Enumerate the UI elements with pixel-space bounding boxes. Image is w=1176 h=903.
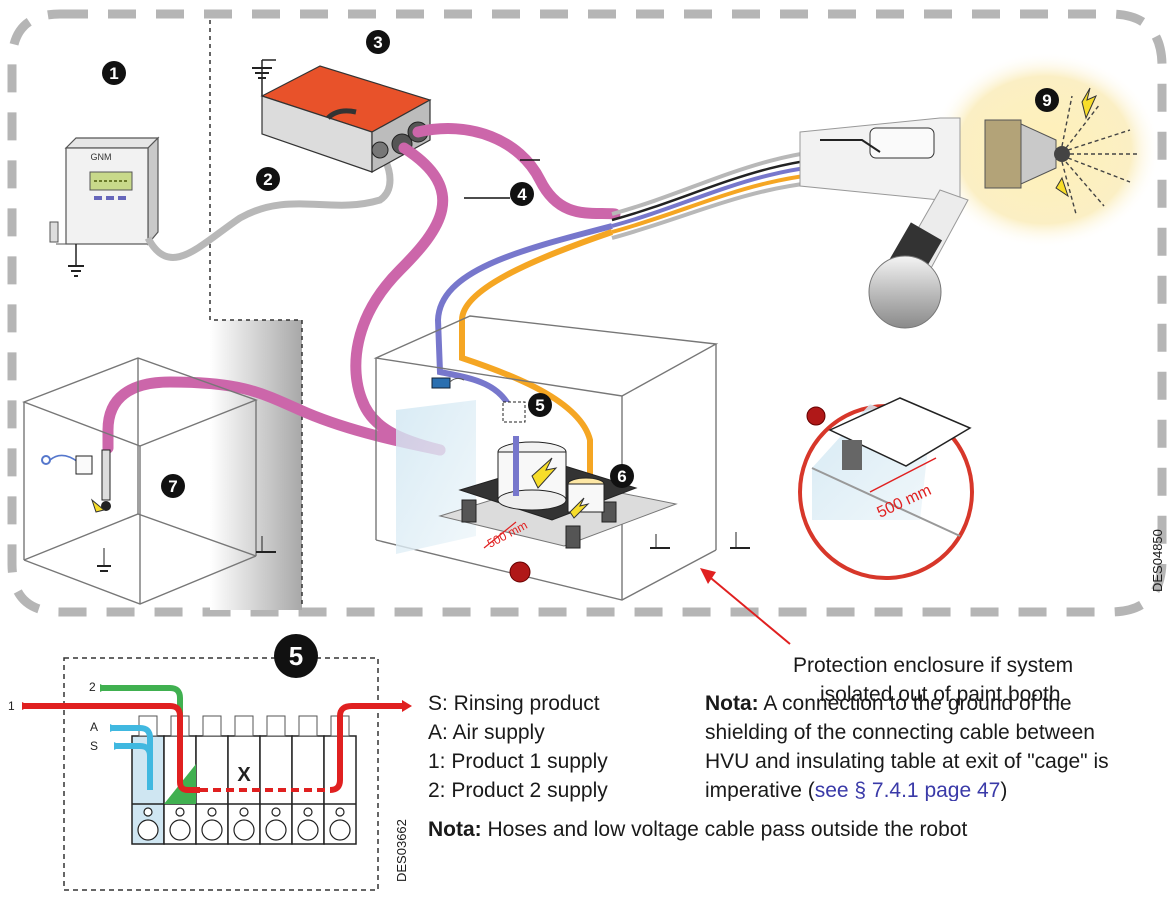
nota-ground-block: Nota: A connection to the ground of the … — [705, 689, 1176, 801]
callout-4: 4 — [510, 182, 534, 206]
glass-panel — [396, 400, 476, 554]
valve-block — [22, 684, 412, 845]
hv-cable-to-table — [350, 142, 449, 456]
callout-6-label: 6 — [617, 467, 626, 486]
drawing-code-main: DES04850 — [1150, 529, 1165, 592]
low-voltage-cable — [144, 158, 394, 261]
callout-1-label: 1 — [109, 64, 118, 83]
blue-hose — [434, 223, 613, 414]
inlet-a-label: A — [90, 720, 98, 734]
inset-5-frame — [63, 634, 379, 891]
cage-equipment — [41, 449, 276, 572]
inlet-2-label: 2 — [89, 680, 96, 694]
nota-ground-line2: shielding of the connecting cable betwee… — [705, 721, 1095, 744]
nota-ground-text1: A connection to the ground of the — [758, 692, 1072, 715]
nota-hoses-prefix: Nota: — [428, 818, 482, 841]
isolation-cage — [22, 357, 258, 605]
gnm-cabinet — [49, 136, 160, 277]
legend-item-product1: 1: Product 1 supply — [428, 750, 608, 773]
inlet-1-label: 1 — [8, 699, 15, 713]
nota-ground-line1: Nota: A connection to the ground of the — [705, 689, 1072, 718]
rotary-sprayer — [799, 87, 1138, 329]
section-reference-link[interactable]: see § 7.4.1 page 47 — [814, 779, 1001, 801]
nota-ground-prefix: Nota: — [705, 692, 759, 715]
enclosure-note-line1: Protection enclosure if system — [793, 654, 1074, 677]
callout-4-label: 4 — [517, 185, 527, 204]
callout-3-label: 3 — [373, 33, 382, 52]
nota-hoses: Nota: Hoses and low voltage cable pass o… — [428, 815, 967, 844]
nota-ground-line4: imperative (see § 7.4.1 page 47) — [705, 776, 1007, 801]
legend-item-rinsing: S: Rinsing product — [428, 692, 600, 715]
enclosure-pointer-line — [705, 573, 791, 645]
callout-5: 5 — [528, 393, 552, 417]
hvu-unit — [252, 59, 432, 174]
nota-hoses-text: Hoses and low voltage cable pass outside… — [481, 818, 968, 841]
inlet-s-label: S — [90, 739, 98, 753]
callout-5-label: 5 — [535, 396, 544, 415]
callout-2: 2 — [256, 167, 280, 191]
enclosure-note-line2: isolated out of paint booth — [820, 683, 1061, 706]
closed-valve-mark: X — [237, 764, 251, 786]
insulating-table — [431, 377, 750, 583]
enclosure-pointer-arrowhead — [700, 568, 716, 584]
callout-2-label: 2 — [263, 170, 272, 189]
nota-ground-text4-end: ) — [1000, 779, 1008, 801]
nota-ground-line3: HVU and insulating table at exit of "cag… — [705, 750, 1109, 773]
zoom-detail — [798, 397, 974, 580]
callout-9: 9 — [1035, 88, 1059, 112]
hv-cable-to-sprayer — [412, 123, 621, 220]
callout-1: 1 — [102, 61, 126, 85]
callout-9-label: 9 — [1042, 91, 1051, 110]
orange-hose — [459, 229, 613, 484]
inset-5-number: 5 — [289, 641, 303, 671]
paint-booth-boundary — [7, 9, 1167, 617]
legend-item-air: A: Air supply — [428, 721, 545, 744]
nota-ground-text4: imperative ( — [705, 779, 815, 801]
drawing-code-inset: DES03662 — [394, 819, 409, 882]
callout-6: 6 — [610, 464, 634, 488]
hv-cable-to-cage — [102, 376, 446, 456]
callout-3: 3 — [366, 30, 390, 54]
gnm-label: GNM — [91, 152, 112, 162]
inset-5-marker — [502, 401, 526, 423]
callout-7-label: 7 — [168, 477, 177, 496]
legend-item-product2: 2: Product 2 supply — [428, 779, 608, 802]
callout-7: 7 — [161, 474, 185, 498]
